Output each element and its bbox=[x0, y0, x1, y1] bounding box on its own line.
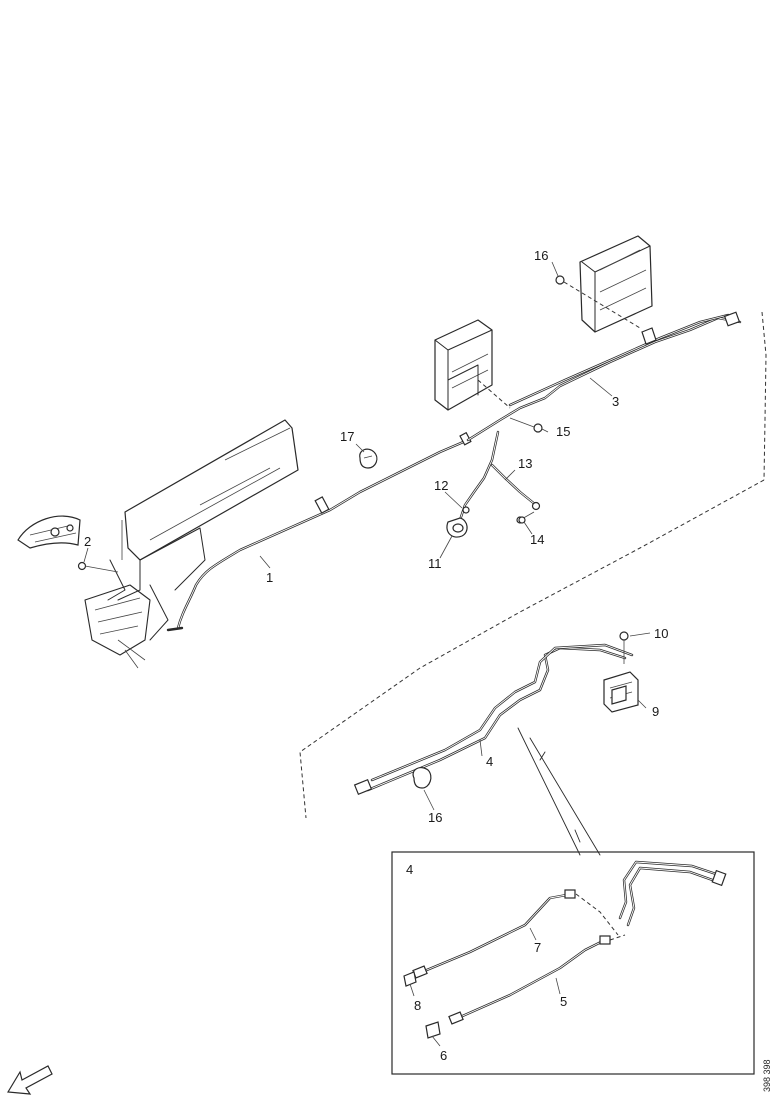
dashed-continuation-line bbox=[299, 311, 767, 819]
brake-pipe-4 bbox=[353, 631, 639, 856]
callout-1: 1 bbox=[266, 570, 273, 585]
brake-pipe-3 bbox=[466, 311, 742, 442]
brake-pipe-1 bbox=[166, 431, 472, 632]
detail-pipe-assembly bbox=[403, 860, 727, 1047]
callout-9: 9 bbox=[652, 704, 659, 719]
callout-10: 10 bbox=[654, 626, 668, 641]
front-frame-bracket bbox=[17, 419, 299, 669]
callout-16-upper: 16 bbox=[534, 248, 548, 263]
callout-2: 2 bbox=[84, 534, 91, 549]
callout-16-lower: 16 bbox=[428, 810, 442, 825]
leader-lines bbox=[83, 261, 651, 995]
sensor-branch-assembly bbox=[446, 430, 541, 538]
callout-13: 13 bbox=[518, 456, 532, 471]
callout-5: 5 bbox=[560, 994, 567, 1009]
callout-7: 7 bbox=[534, 940, 541, 955]
upper-clips-fixings bbox=[359, 275, 641, 524]
drawing-reference-code: 398 398 bbox=[762, 1059, 772, 1092]
callout-17: 17 bbox=[340, 429, 354, 444]
forward-direction-arrow-icon bbox=[6, 1065, 53, 1095]
callout-14: 14 bbox=[530, 532, 544, 547]
callout-3: 3 bbox=[612, 394, 619, 409]
callout-15: 15 bbox=[556, 424, 570, 439]
detail-inset-box bbox=[391, 851, 755, 1075]
middle-crossmember-bracket bbox=[434, 319, 493, 411]
part-callouts: 1 2 3 4 11 12 13 14 15 16 17 10 9 16 4 7… bbox=[84, 248, 668, 1063]
callout-11: 11 bbox=[428, 556, 442, 571]
detail-box-label: 4 bbox=[406, 862, 413, 877]
callout-8: 8 bbox=[414, 998, 421, 1013]
callout-4: 4 bbox=[486, 754, 493, 769]
callout-12: 12 bbox=[434, 478, 448, 493]
callout-6: 6 bbox=[440, 1048, 447, 1063]
rear-crossmember-bracket bbox=[579, 235, 653, 333]
